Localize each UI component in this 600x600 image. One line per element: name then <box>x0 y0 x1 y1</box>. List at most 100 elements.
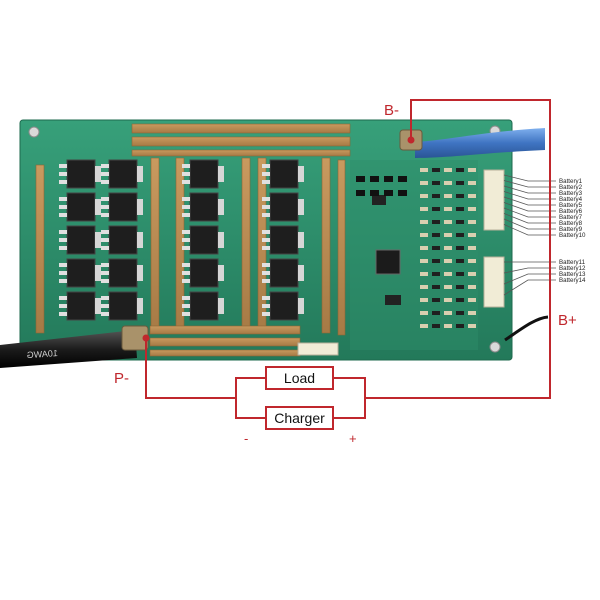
balance-wire <box>503 202 556 212</box>
mosfet-pin <box>101 230 109 234</box>
wire-charger-left <box>235 398 266 419</box>
smd-part <box>468 324 476 328</box>
smd-part <box>398 176 407 182</box>
mosfet-pin <box>101 213 109 217</box>
mosfet-tab <box>218 199 224 215</box>
mosfet-pin <box>262 172 270 176</box>
wire-b-minus <box>365 99 551 399</box>
mosfet-pin <box>262 304 270 308</box>
smd-part <box>420 168 428 172</box>
mosfet-pin <box>101 271 109 275</box>
mosfet-pin <box>101 180 109 184</box>
ic-chip <box>372 195 386 205</box>
charger-box <box>265 406 334 430</box>
smd-part <box>420 285 428 289</box>
mosfet <box>189 192 219 222</box>
mosfet <box>269 291 299 321</box>
mosfet-pin <box>262 296 270 300</box>
mosfet-tab <box>137 265 143 281</box>
smd-part <box>456 272 464 276</box>
battery-label: Battery12 <box>559 265 586 272</box>
mosfet-pin <box>59 172 67 176</box>
smd-part <box>384 176 393 182</box>
p-minus-cable: 10AWG <box>0 325 149 368</box>
mosfet-pin <box>182 279 190 283</box>
mosfet <box>66 159 96 189</box>
mosfet-pin <box>182 197 190 201</box>
balance-wire <box>503 185 556 194</box>
mosfet-pin <box>262 180 270 184</box>
mosfet-tab <box>298 265 304 281</box>
mosfet-tab <box>218 166 224 182</box>
mosfet-pin <box>59 246 67 250</box>
smd-part <box>432 298 440 302</box>
mosfet-pin <box>59 271 67 275</box>
mosfet-pin <box>101 246 109 250</box>
mosfet-tab <box>218 265 224 281</box>
battery-label: Battery5 <box>559 202 583 209</box>
mosfet-pin <box>101 197 109 201</box>
mosfet-pin <box>101 279 109 283</box>
mosfet-pin <box>182 304 190 308</box>
smd-part <box>398 190 407 196</box>
b-plus-lead <box>504 315 549 342</box>
mosfet-pin <box>262 271 270 275</box>
mosfet-pin <box>182 230 190 234</box>
mosfet <box>269 192 299 222</box>
mosfet <box>108 225 138 255</box>
smd-part <box>468 285 476 289</box>
b-minus-dot <box>407 136 415 144</box>
smd-part <box>444 194 452 198</box>
mosfet-pin <box>101 172 109 176</box>
mosfet-pin <box>59 197 67 201</box>
mosfet-pin <box>262 164 270 168</box>
battery-label: Battery4 <box>559 196 583 203</box>
smd-part <box>444 272 452 276</box>
battery-label: Battery13 <box>559 271 586 278</box>
mosfet-pin <box>59 180 67 184</box>
mosfet <box>189 291 219 321</box>
smd-part <box>444 298 452 302</box>
mosfet-tab <box>298 199 304 215</box>
smd-part <box>370 190 379 196</box>
mosfet-pin <box>59 230 67 234</box>
smd-part <box>468 246 476 250</box>
mosfet <box>269 159 299 189</box>
mounting-hole <box>489 341 501 353</box>
smd-part <box>468 220 476 224</box>
smd-part <box>420 259 428 263</box>
mosfet <box>189 159 219 189</box>
mosfet-pin <box>182 246 190 250</box>
p-minus-dot <box>142 334 150 342</box>
smd-part <box>456 207 464 211</box>
smd-part <box>444 259 452 263</box>
smd-part <box>456 311 464 315</box>
mosfet-pin <box>262 279 270 283</box>
mosfet-pin <box>182 263 190 267</box>
mosfet-tab <box>95 199 101 215</box>
balance-wire <box>503 279 556 296</box>
smd-part <box>432 272 440 276</box>
mosfet-pin <box>59 304 67 308</box>
battery-label: Battery11 <box>559 259 586 266</box>
smd-part <box>444 207 452 211</box>
load-label: Load <box>284 370 315 386</box>
battery-label: Battery2 <box>559 184 583 191</box>
mosfet-pin <box>182 172 190 176</box>
mosfet-pin <box>182 271 190 275</box>
smd-part <box>444 246 452 250</box>
smd-part <box>420 311 428 315</box>
balance-wire <box>503 207 556 218</box>
battery-label: Battery8 <box>559 220 583 227</box>
mosfet-pin <box>101 164 109 168</box>
mosfet-pin <box>182 205 190 209</box>
mosfet-pin <box>101 238 109 242</box>
smd-part <box>468 181 476 185</box>
aux-connector <box>297 342 339 356</box>
smd-part <box>444 168 452 172</box>
balance-wire <box>503 180 556 188</box>
mosfet-tab <box>95 265 101 281</box>
smd-part <box>456 285 464 289</box>
mosfet-tab <box>218 232 224 248</box>
smd-part <box>444 285 452 289</box>
